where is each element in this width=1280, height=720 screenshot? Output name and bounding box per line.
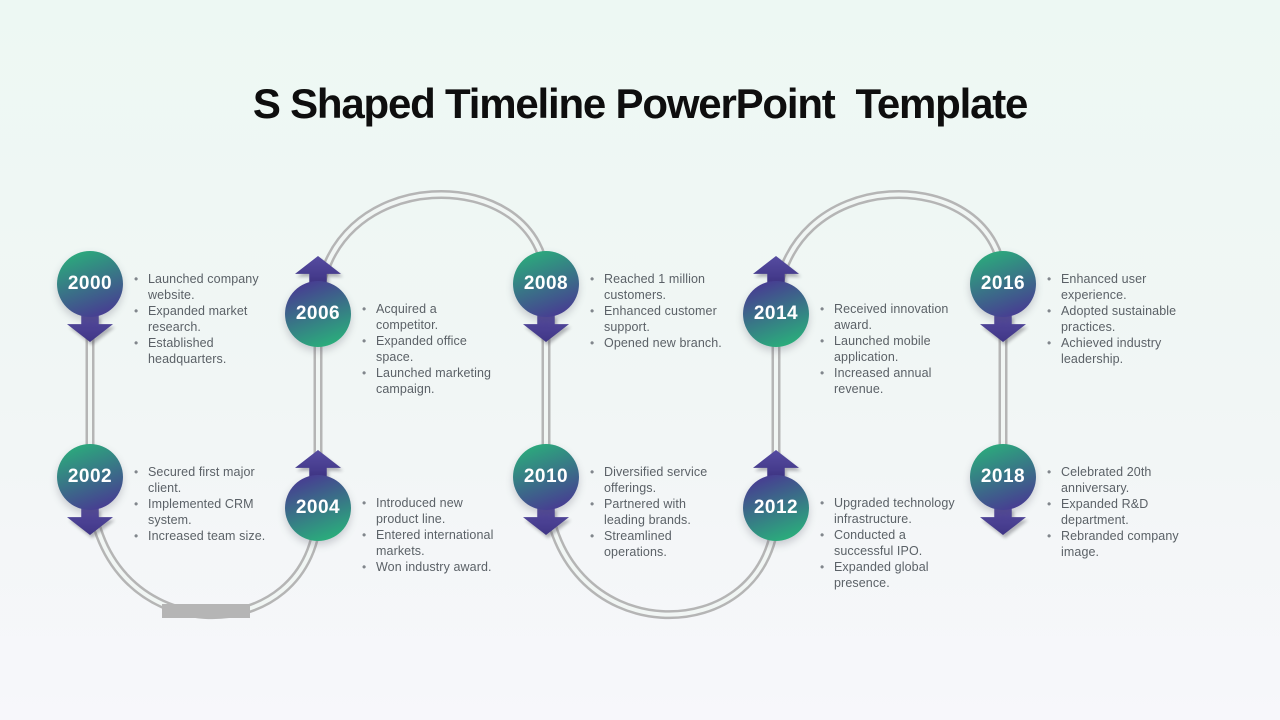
year-label: 2018 [980, 466, 1026, 487]
year-circle: 2014 [743, 281, 809, 347]
bullet-list: Secured first major client. Implemented … [133, 464, 271, 544]
up-arrow-shape [753, 450, 799, 477]
bullet-list: Celebrated 20th anniversary. Expanded R&… [1046, 464, 1184, 560]
year-label: 2006 [295, 303, 341, 324]
year-circle: 2006 [285, 281, 351, 347]
track-inner-line [88, 192, 1005, 617]
bullet-item: Partnered with leading brands. [589, 496, 727, 528]
down-arrow-shape [980, 508, 1026, 535]
bullet-item: Conducted a successful IPO. [819, 527, 957, 559]
year-label: 2002 [67, 466, 113, 487]
bullet-item: Launched marketing campaign. [361, 365, 499, 397]
bullet-item: Expanded market research. [133, 303, 271, 335]
year-circle: 2018 [970, 444, 1036, 510]
bullet-list: Introduced new product line. Entered int… [361, 495, 499, 575]
bullet-list: Launched company website. Expanded marke… [133, 271, 271, 367]
bullet-item: Achieved industry leadership. [1046, 335, 1184, 367]
bullet-item: Established headquarters. [133, 335, 271, 367]
bullet-item: Adopted sustainable practices. [1046, 303, 1184, 335]
year-label: 2014 [753, 303, 799, 324]
bullet-item: Introduced new product line. [361, 495, 499, 527]
bullet-list: Reached 1 million customers. Enhanced cu… [589, 271, 727, 351]
bullet-item: Entered international markets. [361, 527, 499, 559]
down-arrow-shape [67, 508, 113, 535]
up-arrow-shape [295, 256, 341, 283]
up-arrow-icon [295, 256, 341, 283]
year-circle: 2002 [57, 444, 123, 510]
bullet-list: Received innovation award. Launched mobi… [819, 301, 957, 397]
up-arrow-icon [753, 256, 799, 283]
bullet-item: Streamlined operations. [589, 528, 727, 560]
year-label: 2008 [523, 273, 569, 294]
bullet-item: Received innovation award. [819, 301, 957, 333]
bullet-item: Won industry award. [361, 559, 499, 575]
up-arrow-icon [753, 450, 799, 477]
year-circle: 2004 [285, 475, 351, 541]
up-arrow-shape [753, 256, 799, 283]
bullet-item: Opened new branch. [589, 335, 727, 351]
bullet-item: Acquired a competitor. [361, 301, 499, 333]
bullet-item: Rebranded company image. [1046, 528, 1184, 560]
bullet-item: Increased annual revenue. [819, 365, 957, 397]
down-arrow-shape [523, 315, 569, 342]
up-arrow-shape [295, 450, 341, 477]
down-arrow-icon [980, 315, 1026, 342]
year-circle: 2016 [970, 251, 1036, 317]
bullet-item: Expanded office space. [361, 333, 499, 365]
bullet-item: Launched company website. [133, 271, 271, 303]
year-label: 2004 [295, 497, 341, 518]
bullet-list: Acquired a competitor. Expanded office s… [361, 301, 499, 397]
down-arrow-icon [523, 315, 569, 342]
bullet-list: Diversified service offerings. Partnered… [589, 464, 727, 560]
down-arrow-shape [980, 315, 1026, 342]
bullet-item: Enhanced user experience. [1046, 271, 1184, 303]
bullet-item: Celebrated 20th anniversary. [1046, 464, 1184, 496]
down-arrow-icon [523, 508, 569, 535]
down-arrow-icon [980, 508, 1026, 535]
year-circle: 2010 [513, 444, 579, 510]
bullet-item: Implemented CRM system. [133, 496, 271, 528]
bullet-item: Reached 1 million customers. [589, 271, 727, 303]
year-circle: 2012 [743, 475, 809, 541]
bullet-item: Increased team size. [133, 528, 271, 544]
down-arrow-icon [67, 508, 113, 535]
down-arrow-icon [67, 315, 113, 342]
year-circle: 2000 [57, 251, 123, 317]
bullet-list: Upgraded technology infrastructure. Cond… [819, 495, 957, 591]
year-circle: 2008 [513, 251, 579, 317]
bullet-item: Launched mobile application. [819, 333, 957, 365]
bullet-item: Upgraded technology infrastructure. [819, 495, 957, 527]
bullet-item: Secured first major client. [133, 464, 271, 496]
bullet-list: Enhanced user experience. Adopted sustai… [1046, 271, 1184, 367]
year-label: 2010 [523, 466, 569, 487]
year-label: 2000 [67, 273, 113, 294]
down-arrow-shape [523, 508, 569, 535]
bullet-item: Enhanced customer support. [589, 303, 727, 335]
down-arrow-shape [67, 315, 113, 342]
track-base-bar [162, 604, 250, 618]
year-label: 2016 [980, 273, 1026, 294]
bullet-item: Expanded R&D department. [1046, 496, 1184, 528]
bullet-item: Diversified service offerings. [589, 464, 727, 496]
year-label: 2012 [753, 497, 799, 518]
bullet-item: Expanded global presence. [819, 559, 957, 591]
slide-title: S Shaped Timeline PowerPoint Template [252, 80, 1029, 127]
up-arrow-icon [295, 450, 341, 477]
